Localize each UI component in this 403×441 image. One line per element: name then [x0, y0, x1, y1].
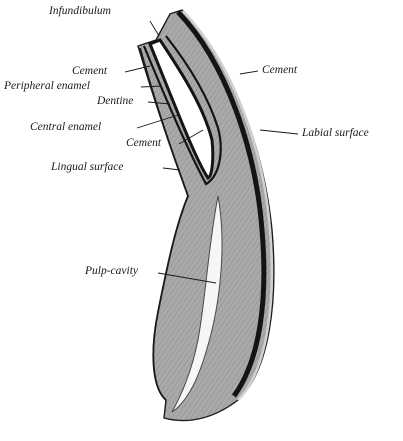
label-peripheral-enamel: Peripheral enamel [4, 81, 90, 93]
label-lingual-surface: Lingual surface [51, 162, 124, 174]
leader-labial-surface [260, 130, 298, 134]
label-cement-inner: Cement [126, 138, 161, 150]
label-infundibulum: Infundibulum [49, 6, 111, 18]
label-cement-top-left: Cement [72, 66, 107, 78]
label-central-enamel: Central enamel [30, 122, 101, 134]
label-cement-right: Cement [262, 65, 297, 77]
leader-infundibulum [150, 21, 159, 36]
leader-cement-right [240, 71, 258, 74]
label-pulp-cavity: Pulp-cavity [85, 266, 138, 278]
label-dentine: Dentine [97, 96, 133, 108]
label-labial-surface: Labial surface [302, 128, 369, 140]
